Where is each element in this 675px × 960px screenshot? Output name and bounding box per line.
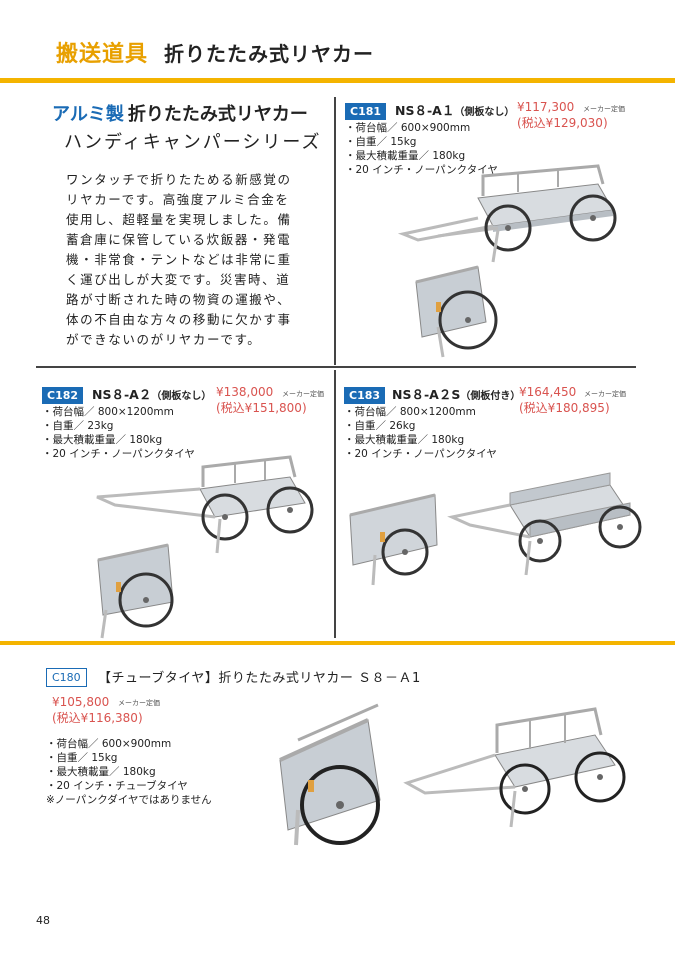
cart-open-image [403,707,626,828]
spec-line: ・20 インチ・ノーパンクタイヤ [345,164,498,176]
spec-line: ・自重／ 15kg [46,752,118,764]
product-c183-model: NS８-A２S（側板付き） [392,384,520,403]
spec-line: ・20 インチ・ノーパンクタイヤ [344,448,497,460]
product-code-badge: C182 [42,387,84,404]
product-c183-price: ¥164,450 [519,385,577,399]
divider-vertical-top [334,97,336,365]
intro-line: 蓄倉庫に保管している炊飯器・発電 [66,232,292,247]
series-title-product: 折りたたみ式リヤカー [127,104,308,125]
product-c180-title: 【チューブタイヤ】折りたたみ式リヤカー Ｓ８－Ａ1 [98,671,421,686]
series-subtitle: ハンディキャンパーシリーズ [64,132,322,153]
spec-line: ・自重／ 15kg [345,136,417,148]
product-c181-model: NS８-A１（側板なし） [395,100,514,119]
intro-line: リヤカーです。高強度アルミ合金を [66,192,290,207]
spec-line: ・最大積載重量／ 180kg [344,434,465,446]
spec-line: ・20 インチ・チューブタイヤ [46,780,188,792]
spec-line: ・20 インチ・ノーパンクタイヤ [42,448,195,460]
model-variant: （側板なし） [454,107,515,118]
header-rule [0,78,675,83]
spec-line: ・荷台幅／ 600×900mm [345,122,471,134]
series-title: アルミ製折りたたみ式リヤカー [52,100,308,126]
series-intro: ワンタッチで折りたためる新感覚の リヤカーです。高強度アルミ合金を 使用し、超軽… [66,170,306,350]
series-title-material: アルミ製 [52,104,124,125]
model-variant: （側板なし） [151,391,212,402]
model-variant: （側板付き） [460,391,521,402]
model-name: NS８-A１ [395,103,455,118]
divider-horizontal [36,366,636,368]
intro-line: 機・非常食・テントなどは非常に重 [66,252,292,267]
spec-line: ・荷台幅／ 600×900mm [46,738,172,750]
product-c182-model: NS８-A２（側板なし） [92,384,211,403]
product-c182-specs: ・荷台幅／ 800×1200mm ・自重／ 23kg ・最大積載重量／ 180k… [42,405,195,461]
product-c182-price-tax: (税込¥151,800) [216,401,307,415]
cart-folded-image [349,493,438,586]
maker-price-label: メーカー定価 [118,699,160,707]
page-number: 48 [36,914,50,927]
model-name: NS８-A２S [392,387,461,402]
spec-line: ・最大積載量／ 180kg [46,766,156,778]
intro-line: く運び出しが大変です。災害時、道 [66,272,291,287]
cart-folded-image [97,543,174,639]
product-code-badge: C183 [344,387,386,404]
model-name: NS８-A２ [92,387,152,402]
cart-open-image [96,455,314,554]
product-c181-price: ¥117,300 [517,100,575,114]
category-heading: 搬送道具 [56,42,149,67]
spec-line: ・自重／ 26kg [344,420,416,432]
intro-line: 体の不自由な方々の移動に欠かす事 [66,312,292,327]
product-c183-price-tax: (税込¥180,895) [519,401,610,415]
cart-folded-image [415,265,498,358]
maker-price-label: メーカー定価 [584,390,626,398]
cart-open-image [447,472,642,576]
spec-line: ・自重／ 23kg [42,420,114,432]
intro-line: ができないのがリヤカーです。 [66,332,262,347]
product-c181-price-tax: (税込¥129,030) [517,116,608,130]
spec-line: ※ノーパンクダイヤではありません [46,794,212,806]
product-c180-price: ¥105,800 [52,695,110,709]
maker-price-label: メーカー定価 [583,105,625,113]
product-c180-specs: ・荷台幅／ 600×900mm ・自重／ 15kg ・最大積載量／ 180kg … [46,737,212,807]
product-c183-header: C183 [344,384,386,404]
section-rule [0,641,675,645]
product-c181-specs: ・荷台幅／ 600×900mm ・自重／ 15kg ・最大積載重量／ 180kg… [345,121,498,177]
product-code-badge: C181 [345,103,387,120]
cart-folded-image [279,703,381,846]
product-c180-header: C180 [46,666,87,687]
product-code-badge: C180 [46,668,87,687]
divider-vertical-bottom [334,370,336,638]
spec-line: ・荷台幅／ 800×1200mm [42,406,174,418]
cart-open-image [397,164,617,263]
spec-line: ・最大積載重量／ 180kg [345,150,466,162]
maker-price-label: メーカー定価 [282,390,324,398]
intro-line: ワンタッチで折りたためる新感覚の [66,172,292,187]
product-c180-price-tax: (税込¥116,380) [52,711,143,725]
product-c182-price: ¥138,000 [216,385,274,399]
product-c181-header: C181 [345,100,387,120]
spec-line: ・最大積載重量／ 180kg [42,434,163,446]
intro-line: 路が寸断された時の物資の運搬や、 [66,292,292,307]
spec-line: ・荷台幅／ 800×1200mm [344,406,476,418]
intro-line: 使用し、超軽量を実現しました。備 [66,212,292,227]
product-c182-header: C182 [42,384,84,404]
page-title: 折りたたみ式リヤカー [164,42,374,66]
product-c183-specs: ・荷台幅／ 800×1200mm ・自重／ 26kg ・最大積載重量／ 180k… [344,405,497,461]
